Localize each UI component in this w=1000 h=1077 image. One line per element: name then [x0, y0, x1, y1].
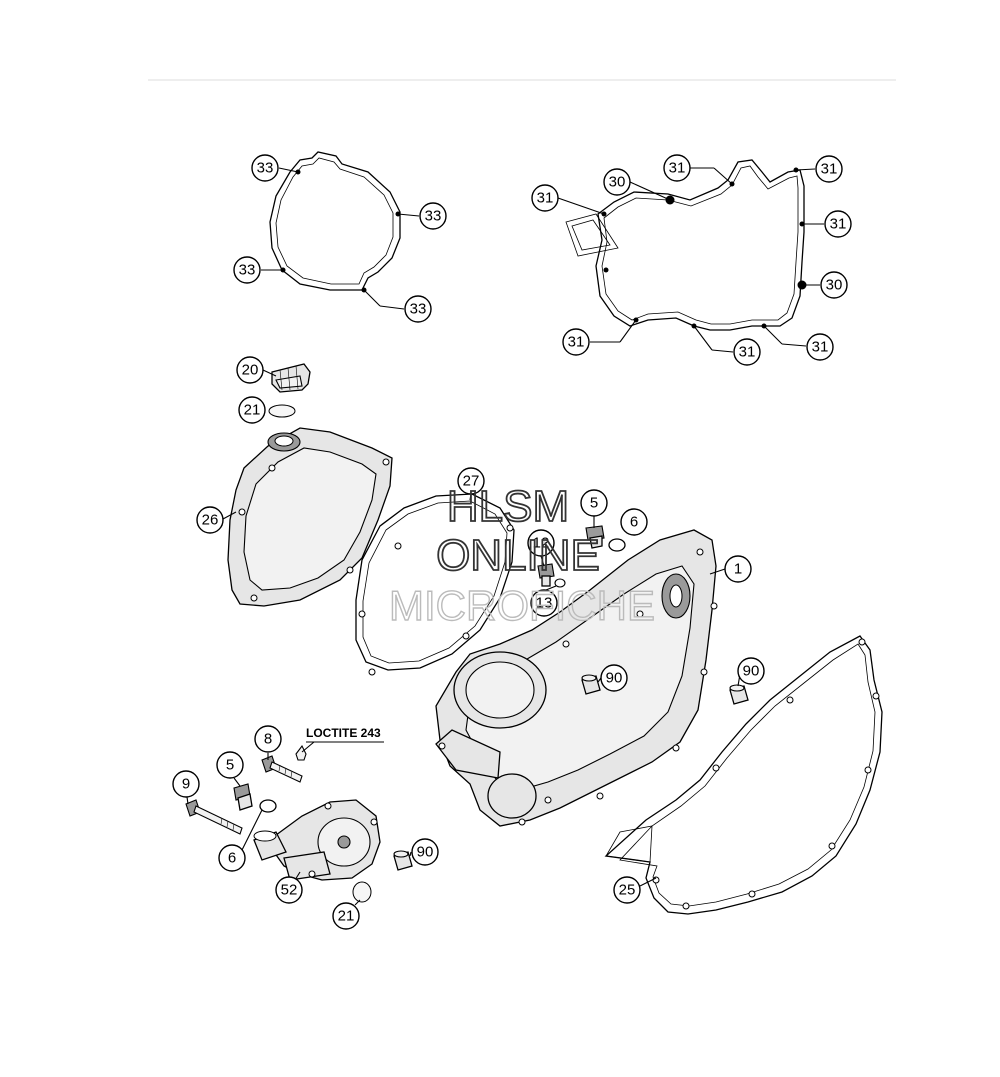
watermark: HLSM ONLINE MICROFICHE — [388, 481, 655, 630]
callout-33a-label: 33 — [257, 160, 274, 177]
callout-31c-label: 31 — [821, 161, 838, 178]
watermark-line-1: HLSM — [447, 482, 569, 531]
callout-21b-label: 21 — [338, 908, 355, 925]
callout-30b: 30 — [820, 271, 848, 299]
callout-31b-label: 31 — [669, 160, 686, 177]
callout-90c-label: 90 — [417, 844, 434, 861]
callout-1-label: 1 — [734, 561, 742, 578]
callout-33b-label: 33 — [425, 208, 442, 225]
callout-26: 26 — [196, 506, 224, 534]
callout-30a-label: 30 — [609, 174, 626, 191]
callout-5b: 5 — [216, 751, 244, 779]
callout-31b: 31 — [663, 154, 691, 182]
callout-30a: 30 — [603, 168, 631, 196]
callout-30b-label: 30 — [826, 277, 843, 294]
gasket-33 — [269, 151, 401, 293]
callout-25: 25 — [613, 876, 641, 904]
callout-52: 52 — [275, 876, 303, 904]
gasket-25 — [604, 635, 883, 915]
callout-90b-label: 90 — [743, 663, 760, 680]
callout-90a-label: 90 — [606, 670, 623, 687]
callout-6a: 6 — [620, 508, 648, 536]
callout-31f-label: 31 — [739, 344, 756, 361]
callout-31g-label: 31 — [568, 334, 585, 351]
water-pump-cover — [253, 799, 381, 881]
bolt-8 — [261, 755, 303, 783]
callout-33c: 33 — [233, 256, 261, 284]
callout-31e: 31 — [806, 333, 834, 361]
callout-21a: 21 — [238, 396, 266, 424]
callout-6b: 6 — [218, 844, 246, 872]
seal-ring-6a — [608, 538, 626, 552]
callout-5b-label: 5 — [226, 757, 234, 774]
gasket-27 — [355, 493, 515, 676]
bolt-9 — [185, 799, 243, 835]
outer-clutch-cover — [227, 427, 393, 607]
callout-20: 20 — [236, 356, 264, 384]
callout-21a-label: 21 — [244, 402, 261, 419]
callout-33b: 33 — [419, 202, 447, 230]
callout-6b-label: 6 — [228, 850, 236, 867]
callout-52-label: 52 — [281, 882, 298, 899]
o-ring-21b — [352, 881, 372, 903]
leader-lines — [186, 167, 824, 906]
callout-8-label: 8 — [264, 731, 272, 748]
callout-90c: 90 — [411, 838, 439, 866]
loctite-drop — [295, 744, 307, 761]
callout-31a: 31 — [531, 184, 559, 212]
callout-13: 13 — [530, 589, 558, 617]
callout-13-label: 13 — [536, 595, 553, 612]
oil-filler-plug — [271, 363, 311, 393]
callout-31d: 31 — [824, 210, 852, 238]
plug-5a — [585, 525, 605, 549]
dowel-90b — [729, 684, 749, 705]
callout-8: 8 — [254, 725, 282, 753]
callout-12-label: 12 — [533, 535, 550, 552]
dowel-90c — [393, 850, 413, 871]
callout-20-label: 20 — [242, 362, 259, 379]
callout-33c-label: 33 — [239, 262, 256, 279]
callout-31a-label: 31 — [537, 190, 554, 207]
callout-31d-label: 31 — [830, 216, 847, 233]
gasket-31 — [565, 159, 807, 331]
callout-1: 1 — [724, 555, 752, 583]
watermark-line-3: MICROFICHE — [389, 582, 655, 629]
dowel-90a — [581, 674, 601, 695]
callout-27: 27 — [457, 467, 485, 495]
callout-9: 9 — [172, 770, 200, 798]
callout-5a-label: 5 — [590, 495, 598, 512]
loctite-note: LOCTITE 243 — [301, 726, 384, 753]
callout-31f: 31 — [733, 338, 761, 366]
callout-12: 12 — [527, 529, 555, 557]
plug-5b — [233, 783, 253, 811]
callout-33d-label: 33 — [410, 301, 427, 318]
callouts: 33 33 33 33 31 30 31 31 31 30 31 31 31 2… — [172, 154, 852, 930]
callout-5a: 5 — [580, 489, 608, 517]
callout-27-label: 27 — [463, 473, 480, 490]
callout-31c: 31 — [815, 155, 843, 183]
callout-25-label: 25 — [619, 882, 636, 899]
callout-26-label: 26 — [202, 512, 219, 529]
callout-6a-label: 6 — [630, 514, 638, 531]
washer-13 — [554, 578, 566, 588]
callout-90b: 90 — [737, 657, 765, 685]
seal-ring-6b — [259, 799, 277, 813]
callout-31e-label: 31 — [812, 339, 829, 356]
callout-31g: 31 — [562, 328, 590, 356]
callout-9-label: 9 — [182, 776, 190, 793]
o-ring-21a — [268, 404, 296, 418]
callout-90a: 90 — [600, 664, 628, 692]
callout-21b: 21 — [332, 902, 360, 930]
loctite-label: LOCTITE 243 — [306, 726, 381, 740]
screw-12 — [537, 563, 555, 587]
clutch-cover-casting — [435, 529, 718, 827]
callout-33d: 33 — [404, 295, 432, 323]
callout-33a: 33 — [251, 154, 279, 182]
watermark-line-2: ONLINE — [436, 531, 600, 580]
